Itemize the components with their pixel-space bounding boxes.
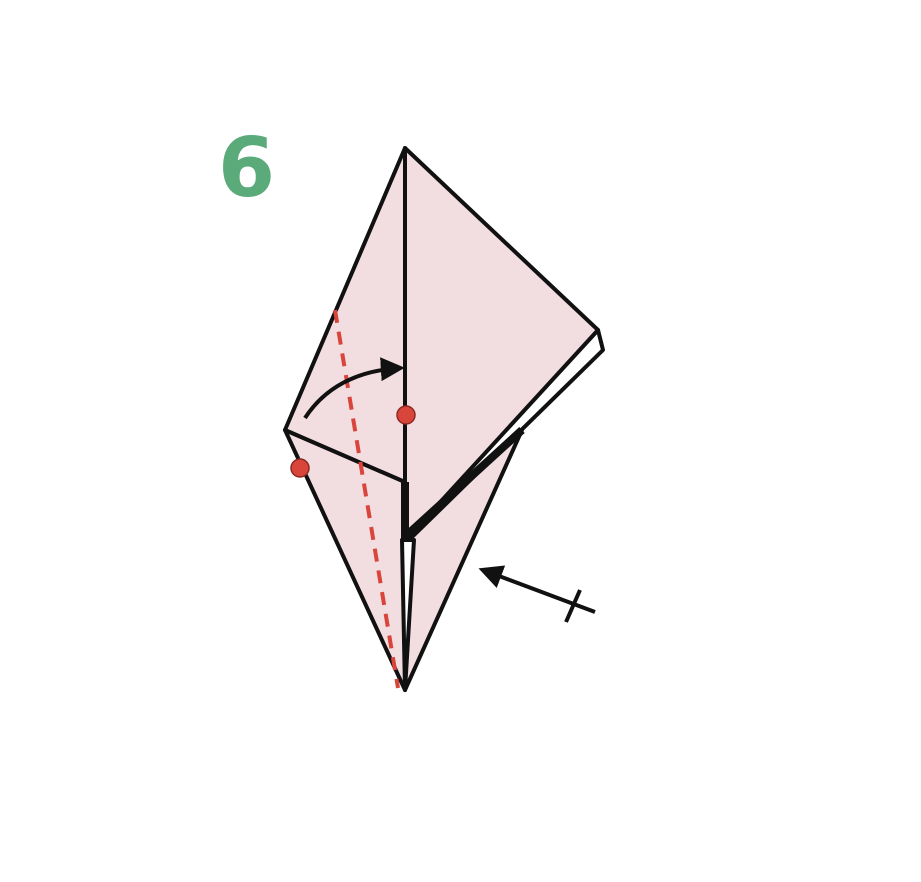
reference-dot-icon <box>290 458 310 478</box>
push-in-arrow-icon <box>478 565 596 614</box>
upper-left-flap <box>283 146 407 484</box>
reference-dot-icon <box>396 405 416 425</box>
curved-fold-arrow-icon <box>303 357 405 420</box>
flap-diagonal-edge <box>404 427 525 538</box>
valley-fold-line <box>333 309 400 689</box>
push-arrow-stop-mark <box>564 589 582 623</box>
step-number: 6 <box>218 121 276 216</box>
